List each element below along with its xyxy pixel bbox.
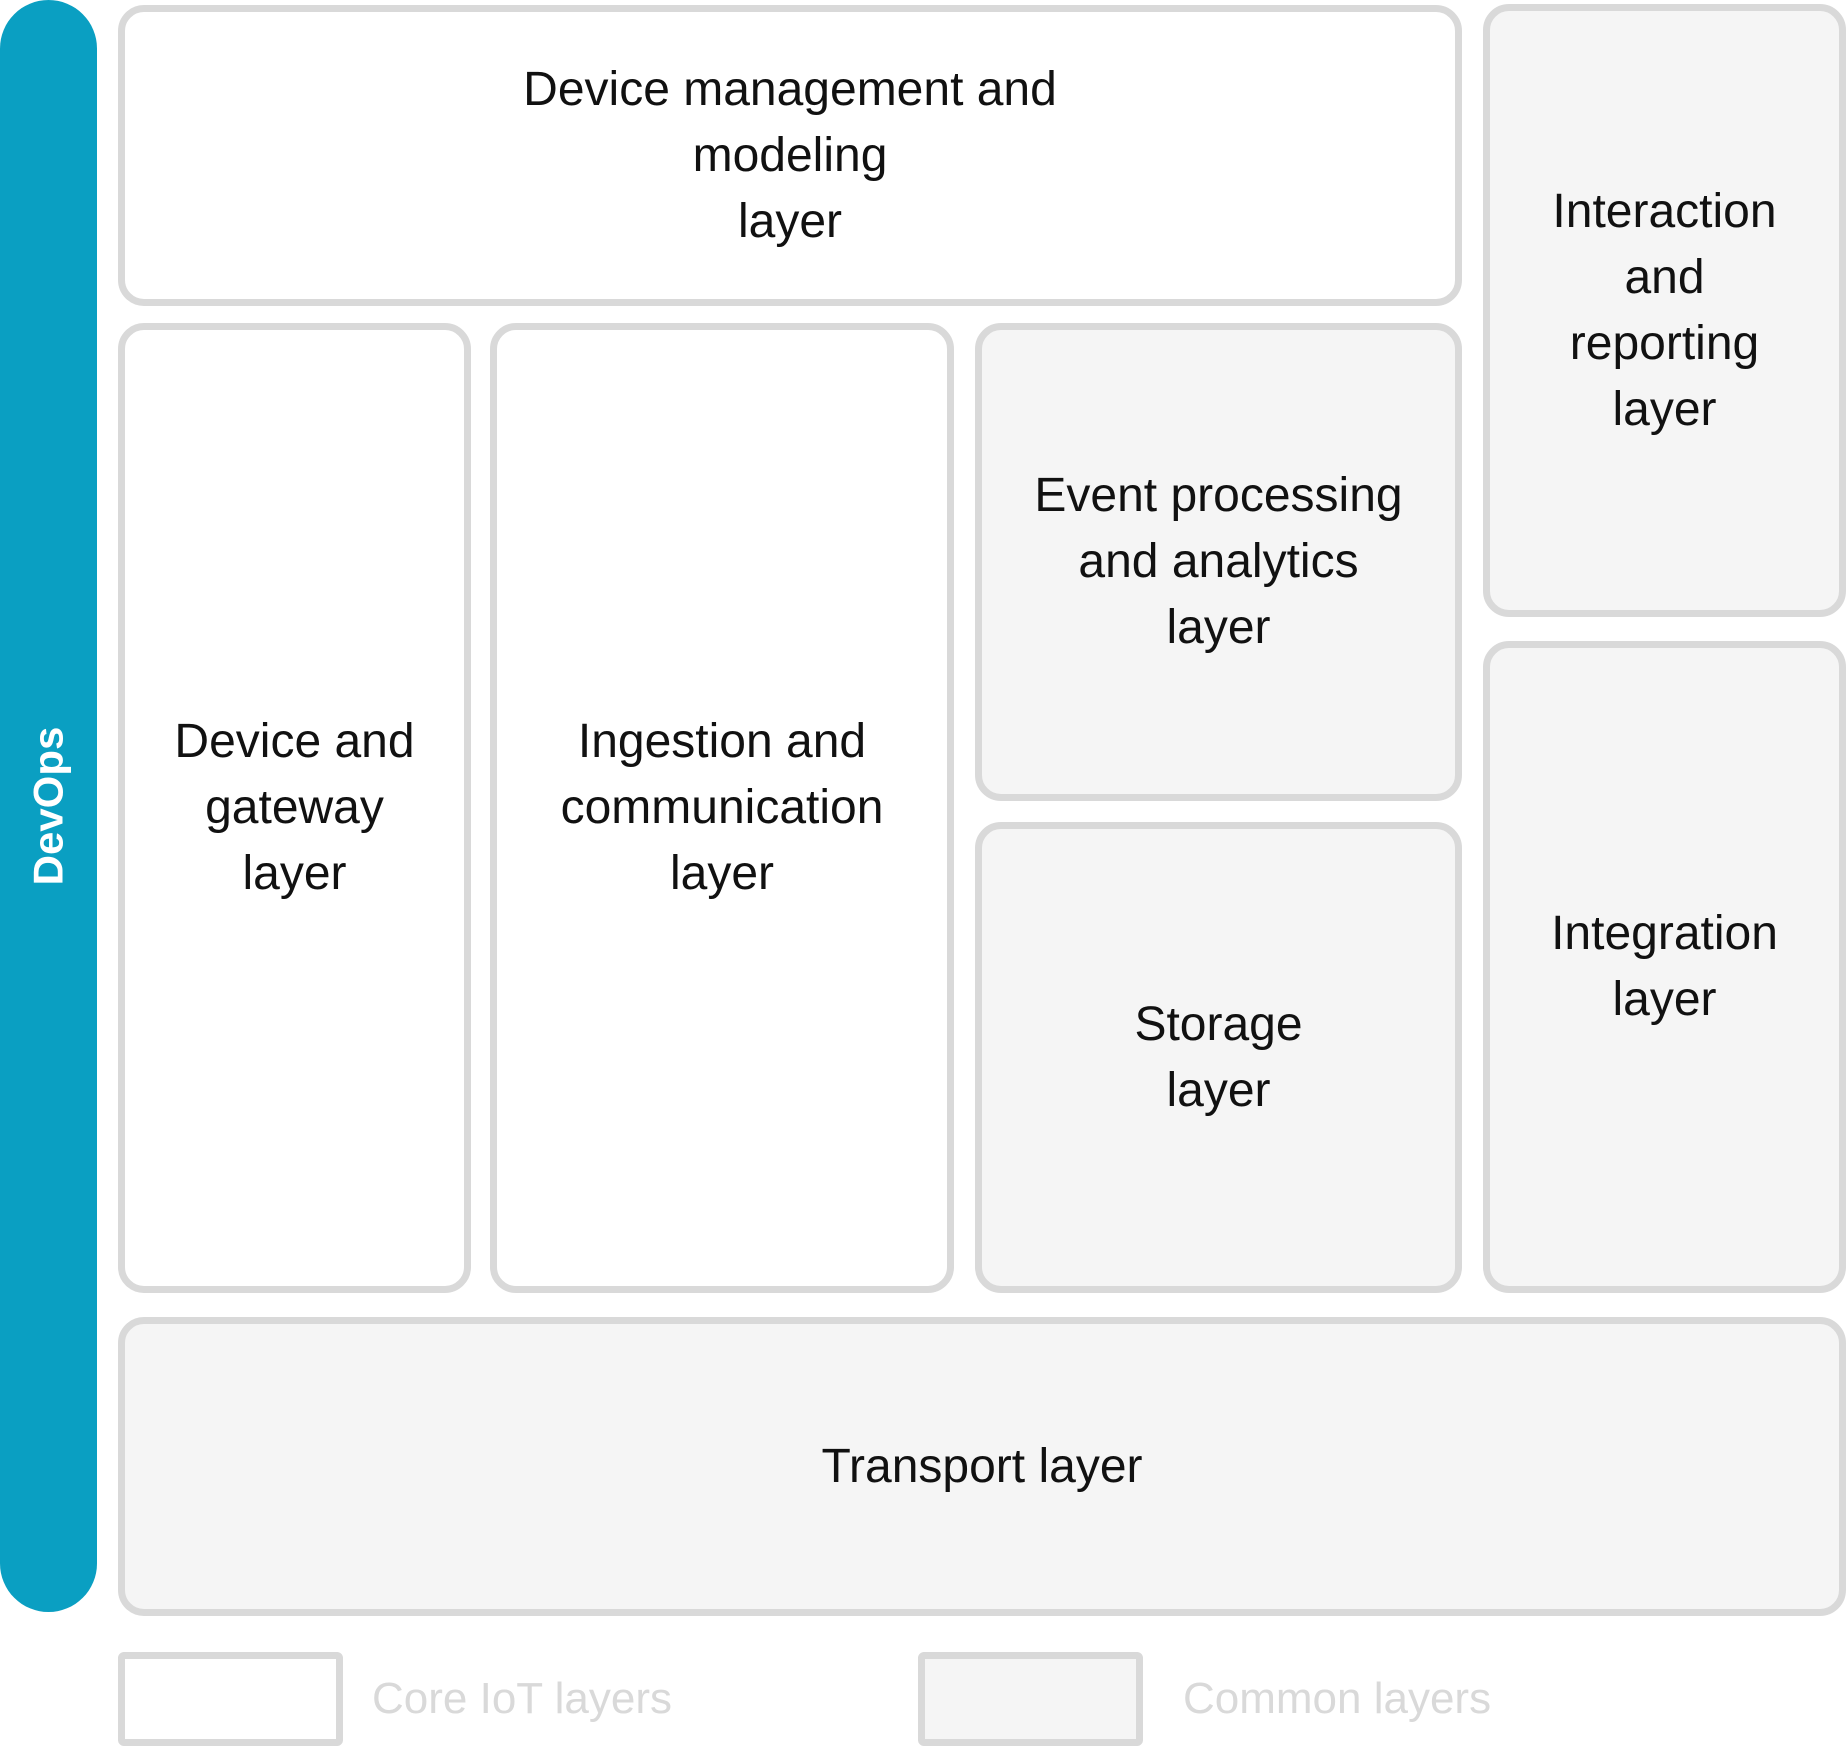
legend-common-swatch	[918, 1652, 1143, 1746]
legend-common-label: Common layers	[1183, 1674, 1492, 1723]
integration-layer-box: Integration layer	[1483, 641, 1846, 1293]
devops-bar: DevOps	[0, 0, 97, 1612]
device-gateway-layer-box: Device and gateway layer	[118, 323, 471, 1293]
storage-layer-box: Storage layer	[975, 822, 1462, 1293]
event-processing-layer-box: Event processing and analytics layer	[975, 323, 1462, 801]
interaction-reporting-layer-box: Interaction and reporting layer	[1483, 4, 1846, 617]
device-management-layer-box: Device management and modeling layer	[118, 5, 1462, 306]
transport-layer-box: Transport layer	[118, 1317, 1846, 1616]
legend-core-label: Core IoT layers	[372, 1674, 672, 1723]
legend-core-swatch	[118, 1652, 343, 1746]
devops-label: DevOps	[24, 726, 72, 886]
ingestion-communication-layer-box: Ingestion and communication layer	[490, 323, 954, 1293]
